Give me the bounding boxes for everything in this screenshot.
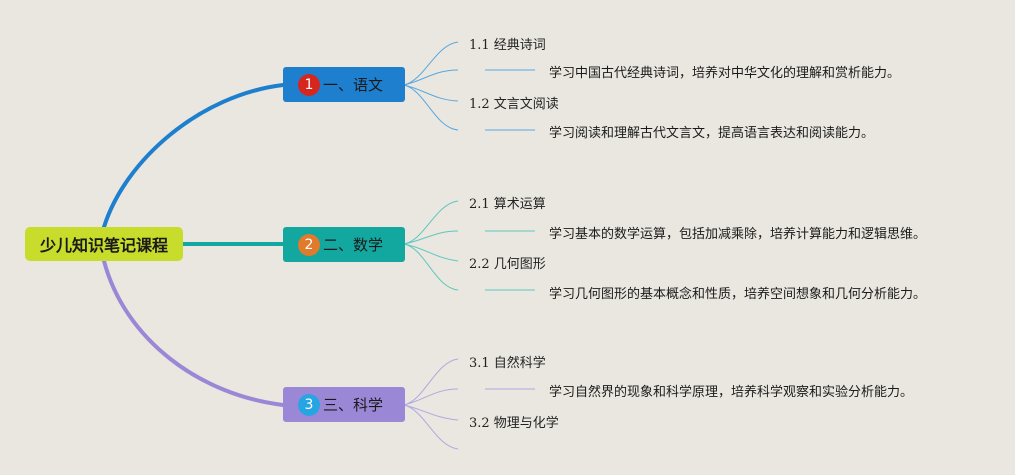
topic-title-3-2[interactable]: 3.2 物理与化学 — [469, 416, 559, 431]
connector-root-branch-3 — [102, 259, 285, 407]
branch-node-chinese[interactable]: 1 一、语文 — [283, 67, 405, 102]
connector-root-branch-1 — [102, 83, 285, 229]
number-badge-1: 1 — [298, 73, 320, 96]
topic-desc-2-1: 学习基本的数学运算，包括加减乘除，培养计算能力和逻辑思维。 — [549, 227, 927, 242]
topic-desc-2-2: 学习几何图形的基本概念和性质，培养空间想象和几何分析能力。 — [549, 287, 927, 302]
topic-title-2-2[interactable]: 2.2 几何图形 — [469, 257, 546, 272]
root-node[interactable]: 少儿知识笔记课程 — [25, 227, 183, 261]
branch-node-math[interactable]: 2 二、数学 — [283, 227, 405, 262]
topic-desc-1-1: 学习中国古代经典诗词，培养对中华文化的理解和赏析能力。 — [549, 66, 901, 81]
topic-title-1-2[interactable]: 1.2 文言文阅读 — [469, 97, 559, 112]
root-label: 少儿知识笔记课程 — [39, 236, 168, 255]
branch-3-connectors — [403, 358, 535, 450]
topic-desc-3-1: 学习自然界的现象和科学原理，培养科学观察和实验分析能力。 — [549, 385, 914, 400]
branch-label: 一、语文 — [323, 76, 384, 94]
topic-title-2-1[interactable]: 2.1 算术运算 — [469, 197, 546, 212]
branch-node-science[interactable]: 3 三、科学 — [283, 387, 405, 422]
topic-title-3-1[interactable]: 3.1 自然科学 — [469, 356, 546, 371]
branch-2-connectors — [403, 200, 535, 291]
branch-1-connectors — [403, 41, 535, 131]
number-badge-2: 2 — [298, 233, 320, 256]
topic-desc-1-2: 学习阅读和理解古代文言文，提高语言表达和阅读能力。 — [549, 126, 875, 141]
number-badge-3: 3 — [298, 393, 320, 416]
topic-title-1-1[interactable]: 1.1 经典诗词 — [469, 38, 546, 53]
branch-label: 二、数学 — [323, 236, 384, 254]
branch-label: 三、科学 — [323, 396, 384, 414]
